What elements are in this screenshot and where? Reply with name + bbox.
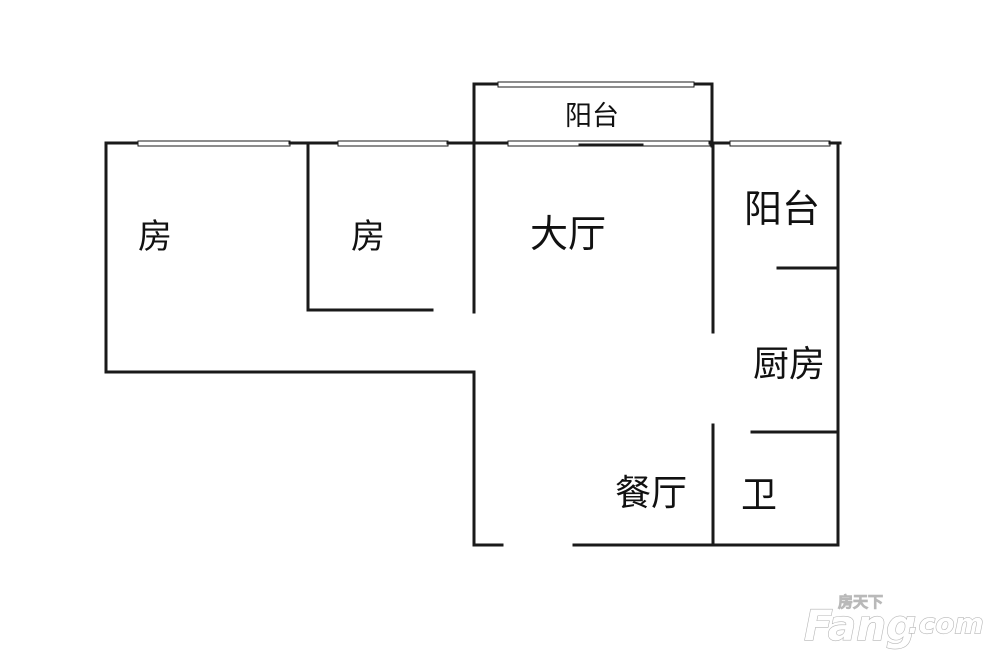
label-kitchen: 厨房 [753, 344, 825, 385]
balcony-top-frame [472, 81, 714, 148]
bedroom-2-walls [306, 141, 476, 314]
watermark-logo: 房天下 Fang .com [803, 593, 984, 651]
label-bedroom-2: 房 [351, 217, 385, 257]
bedroom-1-walls [104, 141, 476, 374]
label-balcony-top: 阳台 [565, 101, 619, 132]
top-wall [104, 140, 842, 147]
living-dining-walls [472, 141, 840, 547]
service-area-walls [750, 141, 840, 547]
label-bathroom: 卫 [741, 475, 777, 516]
label-dining-room: 餐厅 [615, 473, 687, 514]
watermark-brand-suffix: .com [908, 607, 984, 640]
label-bedroom-1: 房 [138, 217, 172, 257]
watermark-brand-main: Fang [804, 601, 916, 650]
watermark-brand-cn: 房天下 [838, 593, 883, 611]
label-living-room: 大厅 [530, 212, 606, 256]
label-balcony-right: 阳台 [744, 187, 820, 231]
